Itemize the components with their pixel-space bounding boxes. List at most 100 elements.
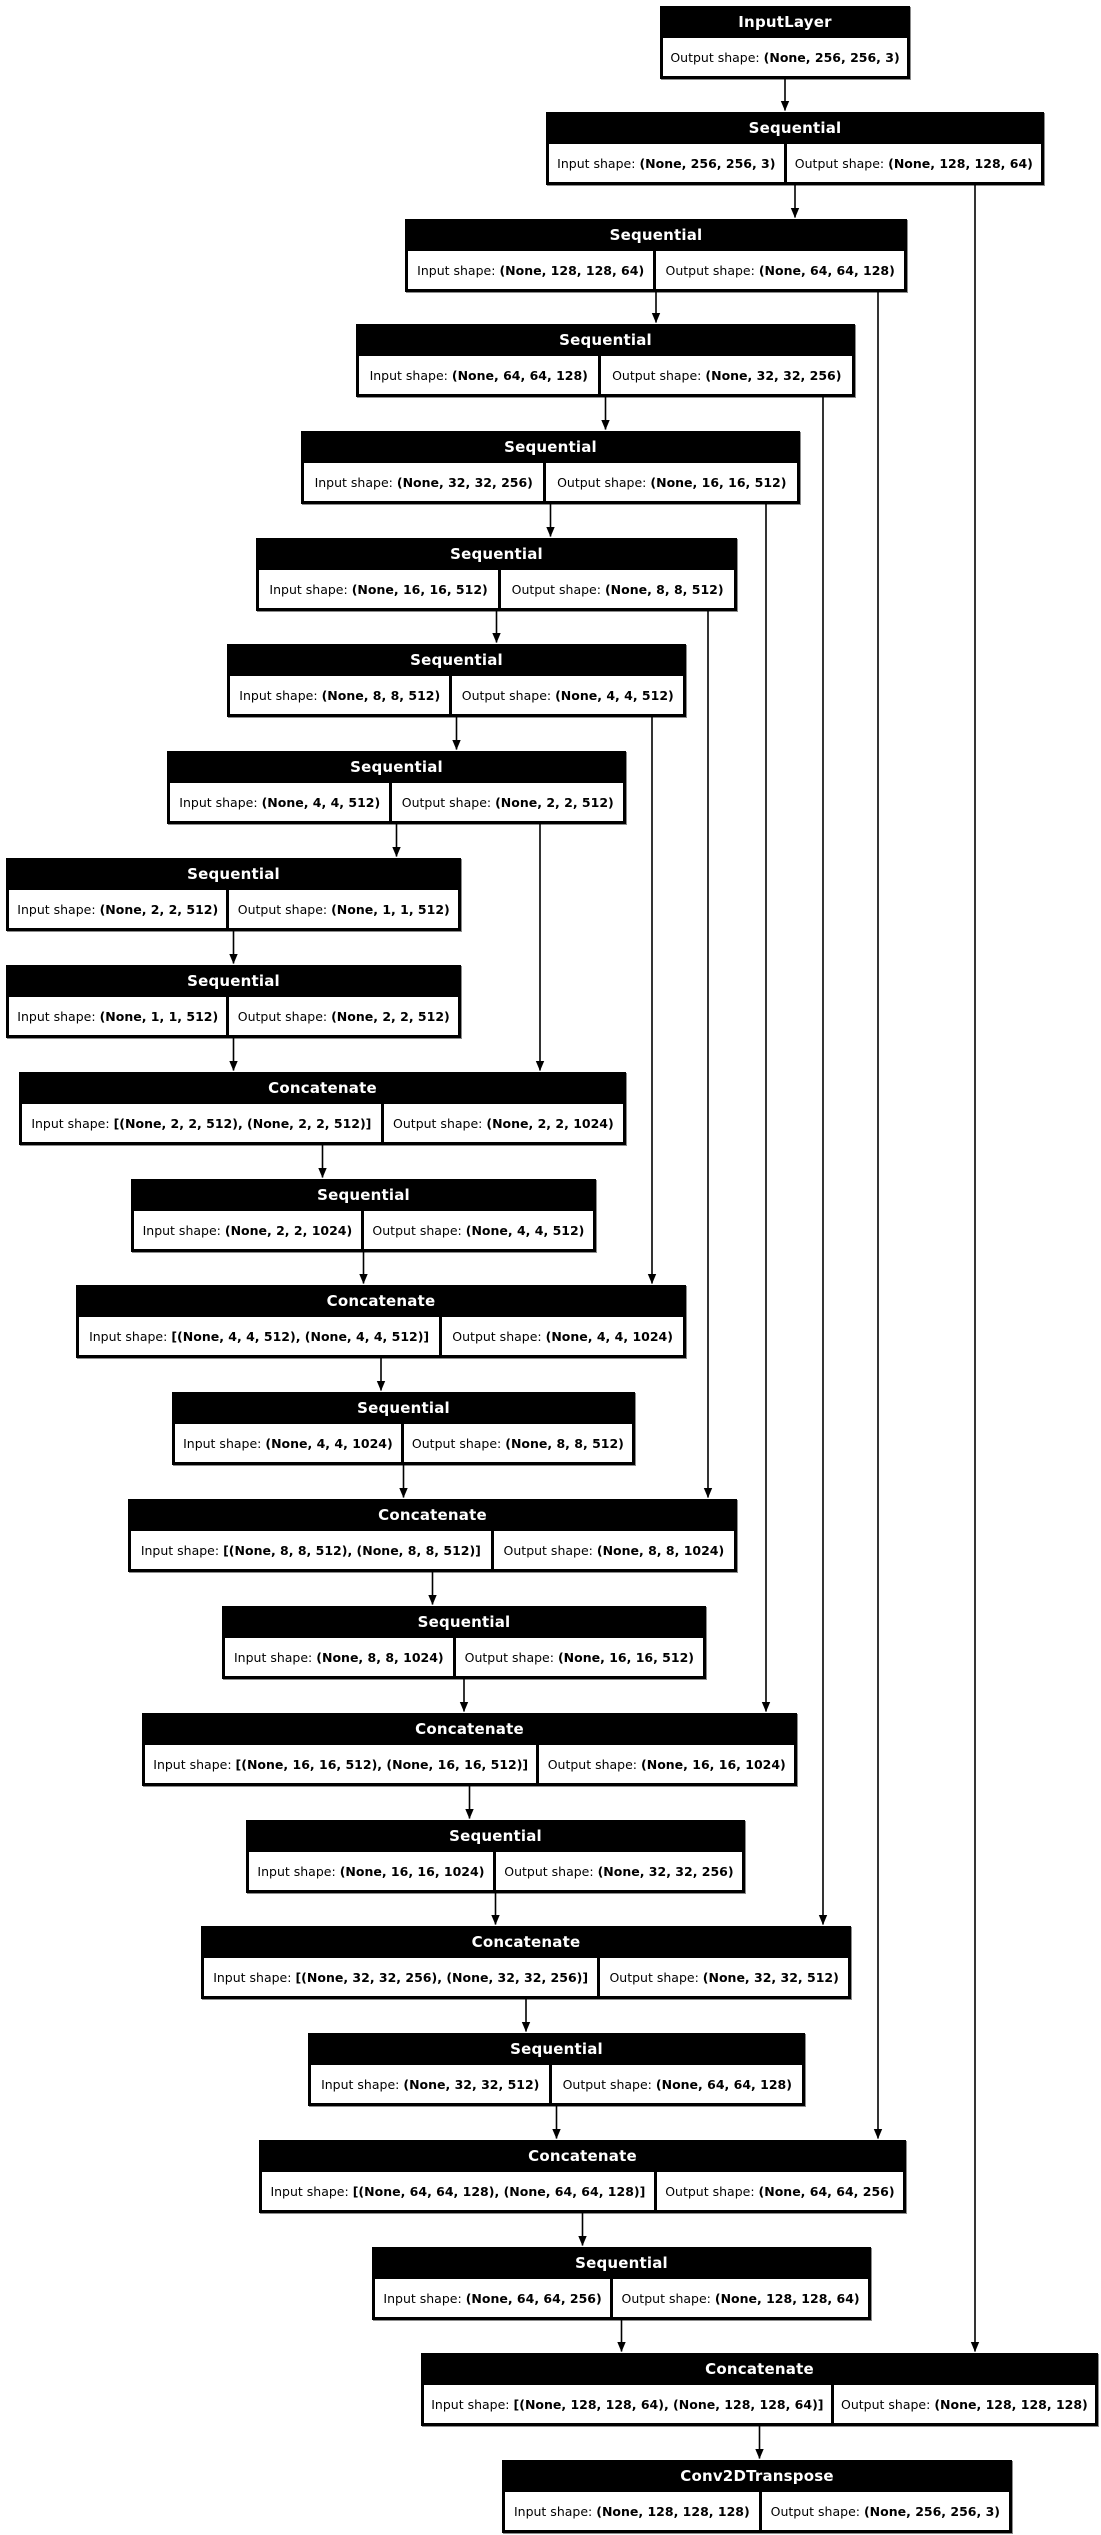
output-shape-label: Output shape: (547, 1756, 638, 1772)
layer-title: Sequential (504, 438, 597, 456)
output-shape-value: (None, 32, 32, 256) (705, 367, 842, 383)
layer-title: Concatenate (471, 1933, 581, 1951)
output-shape-value: (None, 32, 32, 256) (597, 1863, 734, 1879)
output-shape-value: (None, 16, 16, 512) (557, 1649, 694, 1665)
layer-output-shape: Output shape: (None, 32, 32, 256) (495, 1852, 743, 1890)
layer-input-shape: Input shape: [(None, 2, 2, 512), (None, … (22, 1104, 381, 1142)
layer-shape-cells: Input shape: (None, 1, 1, 512) Output sh… (6, 997, 461, 1038)
layer-shape-cells: Input shape: [(None, 128, 128, 64), (Non… (421, 2385, 1098, 2426)
layer-output-shape: Output shape: (None, 64, 64, 128) (656, 251, 905, 289)
layer-title: Concatenate (528, 2147, 637, 2165)
layer-shape-cells: Input shape: [(None, 8, 8, 512), (None, … (128, 1531, 737, 1572)
output-shape-value: (None, 256, 256, 3) (763, 49, 900, 65)
layer-output-shape: Output shape: (None, 1, 1, 512) (229, 890, 459, 928)
input-shape-value: (None, 64, 64, 128) (451, 367, 588, 383)
layer-input-shape: Input shape: (None, 128, 128, 128) (505, 2492, 759, 2530)
layer-input-shape: Input shape: (None, 8, 8, 512) (230, 676, 450, 714)
output-shape-label: Output shape: (770, 2503, 860, 2519)
layer-shape-cells: Input shape: (None, 16, 16, 1024) Output… (246, 1852, 745, 1893)
node-sequential-17: Sequential Input shape: (None, 16, 16, 1… (246, 1820, 745, 1893)
node-concatenate-14: Concatenate Input shape: [(None, 8, 8, 5… (128, 1499, 737, 1572)
output-shape-label: Output shape: (461, 687, 552, 703)
layer-shape-cells: Input shape: (None, 64, 64, 128) Output … (356, 356, 855, 397)
layer-title: Concatenate (415, 1720, 524, 1738)
layer-input-shape: Input shape: (None, 16, 16, 1024) (249, 1852, 493, 1890)
input-shape-value: [(None, 4, 4, 512), (None, 4, 4, 512)] (171, 1328, 430, 1344)
input-shape-label: Input shape: (183, 1435, 262, 1451)
layer-input-shape: Input shape: (None, 4, 4, 1024) (175, 1424, 401, 1462)
node-sequential-7: Sequential Input shape: (None, 4, 4, 512… (167, 751, 626, 824)
layer-input-shape: Input shape: (None, 8, 8, 1024) (225, 1638, 453, 1676)
input-shape-label: Input shape: (179, 794, 258, 810)
output-shape-value: (None, 2, 2, 1024) (486, 1115, 614, 1131)
node-concatenate-22: Concatenate Input shape: [(None, 128, 12… (421, 2353, 1098, 2426)
output-shape-label: Output shape: (503, 1542, 593, 1558)
layer-output-shape: Output shape: (None, 32, 32, 512) (600, 1958, 849, 1996)
input-shape-value: (None, 1, 1, 512) (99, 1008, 219, 1024)
output-shape-label: Output shape: (557, 474, 647, 490)
output-shape-label: Output shape: (237, 1008, 328, 1024)
node-concatenate-16: Concatenate Input shape: [(None, 16, 16,… (142, 1713, 797, 1786)
output-shape-label: Output shape: (841, 2396, 931, 2412)
layer-output-shape: Output shape: (None, 4, 4, 512) (452, 676, 684, 714)
layer-shape-cells: Input shape: [(None, 32, 32, 256), (None… (201, 1958, 851, 1999)
input-shape-label: Input shape: (257, 1863, 336, 1879)
output-shape-value: (None, 1, 1, 512) (331, 901, 450, 917)
output-shape-value: (None, 128, 128, 64) (714, 2290, 860, 2306)
layer-input-shape: Input shape: (None, 128, 128, 64) (408, 251, 654, 289)
layer-output-shape: Output shape: (None, 8, 8, 1024) (493, 1531, 735, 1569)
layer-input-shape: Input shape: (None, 256, 256, 3) (549, 144, 784, 182)
output-shape-value: (None, 16, 16, 1024) (641, 1756, 786, 1772)
node-sequential-1: Sequential Input shape: (None, 256, 256,… (546, 112, 1044, 185)
node-sequential-13: Sequential Input shape: (None, 4, 4, 102… (172, 1392, 635, 1465)
layer-input-shape: Input shape: [(None, 128, 128, 64), (Non… (424, 2385, 831, 2423)
layer-title: Concatenate (326, 1292, 436, 1310)
node-sequential-2: Sequential Input shape: (None, 128, 128,… (405, 219, 907, 292)
input-shape-label: Input shape: (383, 2290, 462, 2306)
layer-title: Sequential (559, 331, 652, 349)
input-shape-label: Input shape: (142, 1222, 221, 1238)
node-sequential-6: Sequential Input shape: (None, 8, 8, 512… (227, 644, 686, 717)
input-shape-value: (None, 64, 64, 256) (465, 2290, 602, 2306)
output-shape-value: (None, 128, 128, 64) (888, 155, 1033, 171)
input-shape-label: Input shape: (321, 2076, 400, 2092)
input-shape-label: Input shape: (17, 901, 96, 917)
input-shape-label: Input shape: (369, 367, 448, 383)
output-shape-label: Output shape: (237, 901, 328, 917)
output-shape-value: (None, 128, 128, 128) (934, 2396, 1088, 2412)
input-shape-value: (None, 16, 16, 512) (351, 581, 488, 597)
layer-title: Sequential (187, 865, 280, 883)
output-shape-value: (None, 64, 64, 128) (655, 2076, 792, 2092)
layer-output-shape: Output shape: (None, 128, 128, 128) (833, 2385, 1096, 2423)
node-concatenate-18: Concatenate Input shape: [(None, 32, 32,… (201, 1926, 851, 1999)
input-shape-value: (None, 128, 128, 64) (499, 262, 645, 278)
input-shape-label: Input shape: (513, 2503, 593, 2519)
output-shape-label: Output shape: (411, 1435, 502, 1451)
layer-input-shape: Input shape: (None, 4, 4, 512) (170, 783, 390, 821)
input-shape-value: (None, 2, 2, 1024) (224, 1222, 353, 1238)
layer-shape-cells: Input shape: (None, 4, 4, 512) Output sh… (167, 783, 626, 824)
node-sequential-19: Sequential Input shape: (None, 32, 32, 5… (308, 2033, 805, 2106)
input-shape-label: Input shape: (31, 1115, 110, 1131)
output-shape-label: Output shape: (401, 794, 492, 810)
layer-input-shape: Input shape: [(None, 16, 16, 512), (None… (145, 1745, 537, 1783)
node-inputlayer-0: InputLayer Output shape: (None, 256, 256… (660, 6, 910, 79)
output-shape-label: Output shape: (393, 1115, 483, 1131)
layer-output-shape: Output shape: (None, 8, 8, 512) (501, 570, 735, 608)
input-shape-value: (None, 4, 4, 1024) (265, 1435, 393, 1451)
input-shape-value: (None, 32, 32, 512) (403, 2076, 540, 2092)
output-shape-label: Output shape: (504, 1863, 594, 1879)
output-shape-value: (None, 2, 2, 512) (495, 794, 614, 810)
layer-title: InputLayer (738, 13, 832, 31)
input-shape-label: Input shape: (269, 581, 348, 597)
output-shape-value: (None, 8, 8, 512) (604, 581, 724, 597)
output-shape-value: (None, 64, 64, 128) (758, 262, 895, 278)
layer-output-shape: Output shape: (None, 256, 256, 3) (761, 2492, 1009, 2530)
output-shape-value: (None, 8, 8, 1024) (596, 1542, 725, 1558)
node-sequential-4: Sequential Input shape: (None, 32, 32, 2… (301, 431, 800, 504)
layer-shape-cells: Input shape: (None, 32, 32, 512) Output … (308, 2065, 805, 2106)
layer-output-shape: Output shape: (None, 16, 16, 512) (546, 463, 798, 501)
output-shape-label: Output shape: (612, 367, 702, 383)
layer-shape-cells: Input shape: (None, 64, 64, 256) Output … (372, 2279, 871, 2320)
input-shape-label: Input shape: (557, 155, 636, 171)
